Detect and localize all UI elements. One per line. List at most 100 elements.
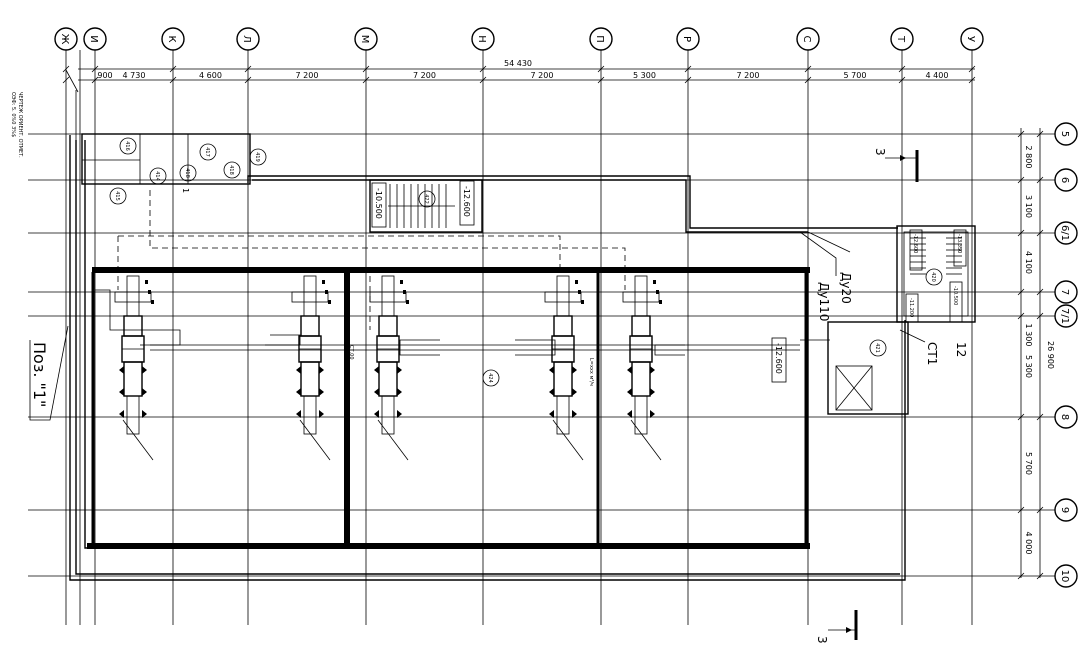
leader-line <box>299 419 331 461</box>
svg-text:3: 3 <box>815 636 829 644</box>
valve-symbol <box>659 300 662 304</box>
dimension-value: 900 <box>97 71 112 80</box>
valve-symbol <box>151 300 154 304</box>
axis-label: 10 <box>1059 570 1070 583</box>
axis-label: У <box>965 36 976 42</box>
svg-text:-13.350: -13.350 <box>956 234 962 253</box>
diffuser-arrow <box>627 410 632 418</box>
leader-line <box>552 419 584 461</box>
dimension-value: 1 300 <box>1024 324 1033 347</box>
pipe-label-du20: Ду20 <box>839 272 853 304</box>
diffuser-arrow <box>572 410 577 418</box>
diffuser-arrow <box>119 366 124 374</box>
svg-text:-12.600: -12.600 <box>912 234 918 253</box>
valve-symbol <box>575 280 578 284</box>
pipe-leader-lines: Ду20 Ду110 СТ1 12 <box>799 231 968 365</box>
room-mark-label: 422 <box>423 194 429 204</box>
air-handling-unit <box>622 275 662 461</box>
diffuser-arrow <box>397 366 402 374</box>
level-label-6: -11.200 <box>905 293 919 323</box>
diffuser-arrow <box>627 366 632 374</box>
axis-label: 7/1 <box>1059 308 1070 324</box>
diffuser-arrow <box>549 366 554 374</box>
axis-bubble-top: Л <box>236 27 260 51</box>
level-label-4: -12.600 <box>909 229 923 271</box>
svg-text:Поз. "1": Поз. "1" <box>30 342 49 407</box>
svg-text:3: 3 <box>873 148 887 156</box>
valve-symbol <box>328 300 331 304</box>
room-mark-label: 416 <box>124 141 130 151</box>
horizontal-grid-lines <box>28 130 1055 580</box>
room-mark: 418 <box>223 161 241 179</box>
room-mark: 421 <box>869 339 887 357</box>
diffuser-arrow <box>296 410 301 418</box>
air-handling-units <box>114 275 662 461</box>
dimension-value: 7 200 <box>296 71 319 80</box>
axis-bubble-right: 9 <box>1054 498 1078 522</box>
building-walls <box>69 133 976 581</box>
axis-bubble-top: И <box>83 27 107 51</box>
diffuser-arrow <box>119 410 124 418</box>
axis-label: К <box>166 35 177 42</box>
axis-bubble-top: С <box>796 27 820 51</box>
level-label-2: -12.600 <box>459 180 475 226</box>
axis-bubble-top: К <box>161 27 185 51</box>
axis-label: 6/1 <box>1059 225 1070 241</box>
section-mark-bottom: 3 <box>815 610 858 644</box>
pipe-label-du110: Ду110 <box>817 282 831 321</box>
level-label-3: -12.600 <box>771 337 787 383</box>
valve-symbol <box>145 280 148 284</box>
diffuser-arrow <box>627 388 632 396</box>
room-mark-label: 419 <box>254 152 260 162</box>
valve-symbol <box>148 290 151 294</box>
diffuser-arrow <box>296 388 301 396</box>
level-label-5: -10.500 <box>949 281 963 323</box>
dimension-value: 4 600 <box>199 71 222 80</box>
room-mark-1: 1 <box>181 188 190 193</box>
valve-symbol <box>403 290 406 294</box>
axis-label: Л <box>241 35 252 43</box>
valve-symbol <box>400 280 403 284</box>
dimension-value: 5 300 <box>633 71 656 80</box>
dimension-value: 5 700 <box>844 71 867 80</box>
leader-line <box>630 419 662 461</box>
svg-text:ОЭФ: 5. 0%0 3%$: ОЭФ: 5. 0%0 3%$ <box>10 92 16 137</box>
diffuser-arrow <box>549 388 554 396</box>
riser-notes: СТ.00 L=ххх м³/ч <box>348 345 594 386</box>
svg-text:-11.200: -11.200 <box>908 298 914 317</box>
dimension-value: 5 700 <box>1024 452 1033 475</box>
room-mark: 420 <box>925 268 943 286</box>
axis-bubble-right: 7 <box>1054 280 1078 304</box>
diffuser-arrow <box>319 366 324 374</box>
axis-bubble-right: 5 <box>1054 122 1078 146</box>
room-mark: 417 <box>199 143 217 161</box>
valve-symbol <box>653 280 656 284</box>
svg-text:-12.600: -12.600 <box>774 343 783 374</box>
room-mark-label: 421 <box>874 343 880 353</box>
dimension-value: 4 100 <box>1024 251 1033 274</box>
svg-text:-12.600: -12.600 <box>462 186 471 217</box>
axis-bubble-top: Т <box>890 27 914 51</box>
leader-line <box>377 419 409 461</box>
leader-line <box>122 419 154 461</box>
axis-label: 7 <box>1059 289 1070 295</box>
axis-bubble-top: У <box>960 27 984 51</box>
vertical-grid-lines <box>62 50 976 625</box>
axis-bubble-right: 7/1 <box>1054 304 1078 328</box>
diffuser-arrow <box>572 366 577 374</box>
room-mark-label: 417 <box>204 147 210 157</box>
air-handling-unit <box>114 275 154 461</box>
axis-label: Ж <box>59 34 70 45</box>
diffuser-arrow <box>374 388 379 396</box>
axis-label: П <box>594 35 605 43</box>
valve-symbol <box>322 280 325 284</box>
axis-bubble-right: 6/1 <box>1054 221 1078 245</box>
room-mark-label: 420 <box>930 272 936 282</box>
position-label: Поз. "1" <box>29 325 69 421</box>
diffuser-arrow <box>549 410 554 418</box>
